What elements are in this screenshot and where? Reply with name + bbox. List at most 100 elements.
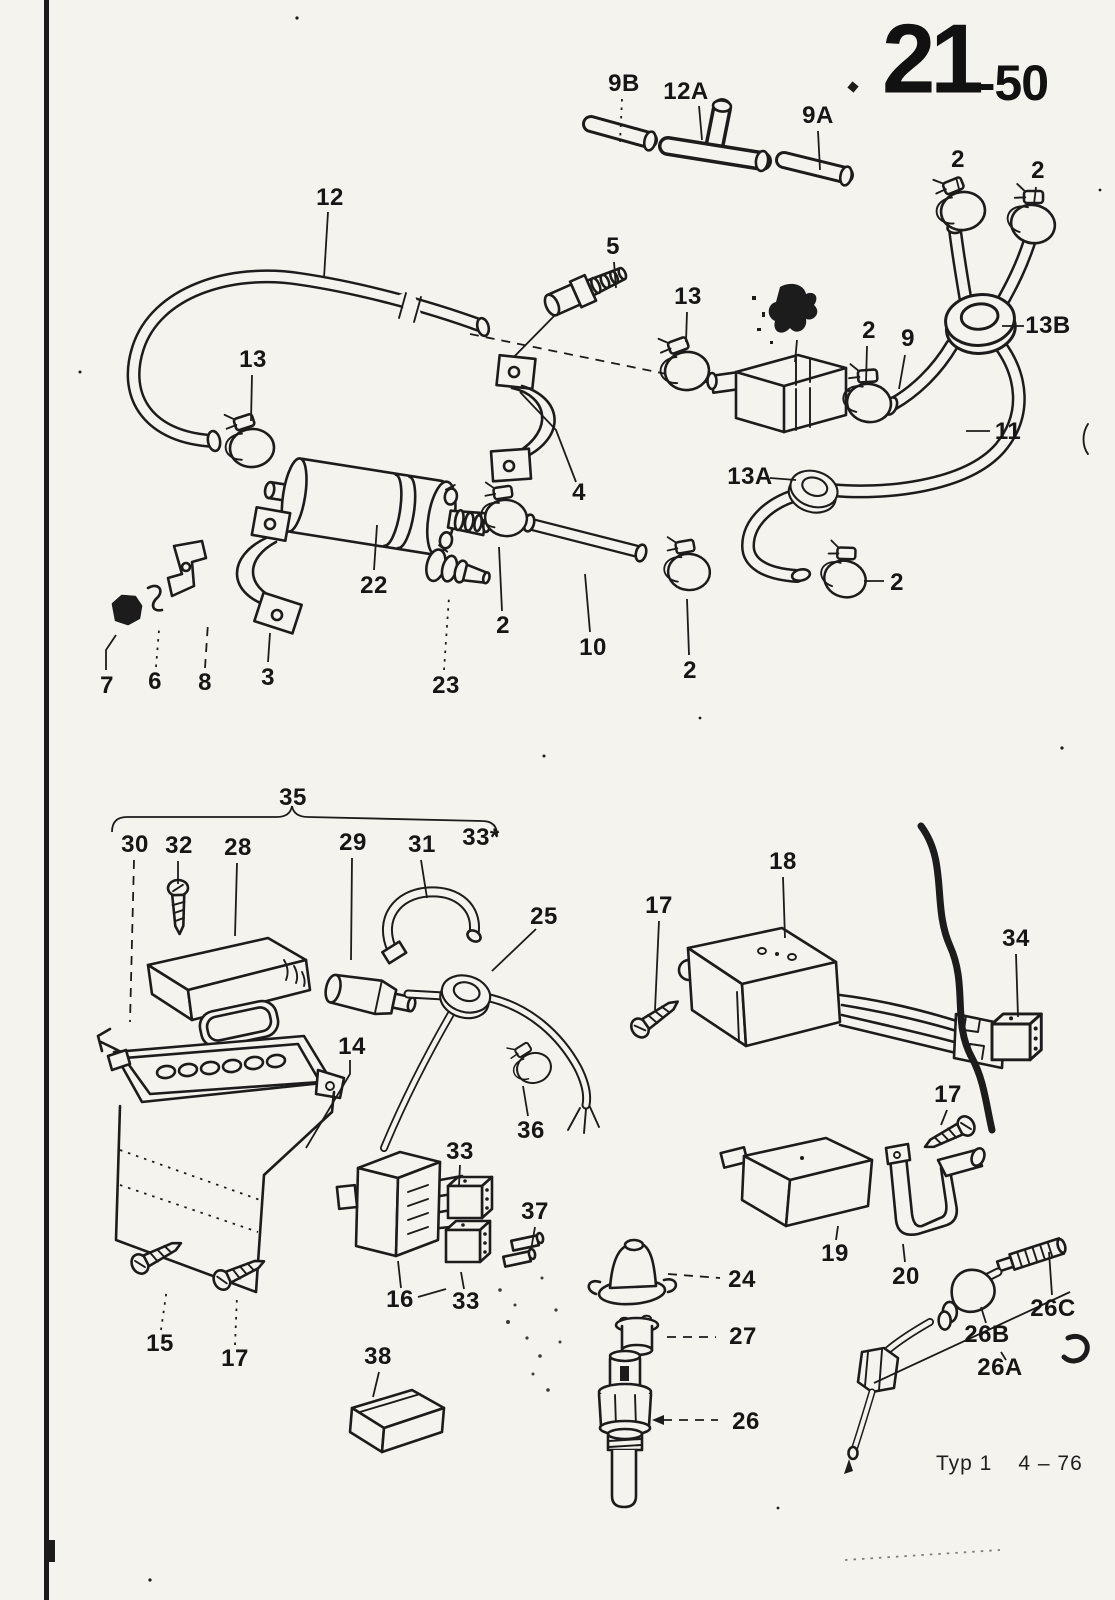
- callout-17-c: 17: [934, 1081, 962, 1108]
- callout-13-a: 13: [674, 283, 702, 310]
- t-connector-12a: [658, 98, 772, 173]
- callout-33-a: 33: [446, 1138, 474, 1165]
- hose-12: [126, 269, 491, 453]
- boot-24: [587, 1238, 678, 1306]
- pins-37: [501, 1231, 545, 1268]
- callout-13-b: 13: [239, 346, 267, 373]
- clip-8: [166, 539, 208, 598]
- callout-2-c: 2: [862, 317, 876, 344]
- callout-2-a: 2: [951, 146, 965, 173]
- callout-6: 6: [148, 668, 162, 695]
- clamp-36: [505, 1035, 556, 1090]
- callout-33-b: 33: [452, 1288, 480, 1315]
- hook-mark: [1061, 1334, 1090, 1364]
- tube-9b: [582, 115, 658, 152]
- callout-22: 22: [360, 572, 388, 599]
- callout-34: 34: [1002, 925, 1030, 952]
- callout-33-star: 33*: [462, 824, 500, 851]
- callout-26a: 26A: [977, 1354, 1023, 1381]
- speckle-trail: [498, 1276, 562, 1392]
- callout-2-b: 2: [1031, 157, 1045, 184]
- page-number-section: 21: [882, 4, 984, 115]
- tube-9a: [775, 151, 854, 187]
- callout-20: 20: [892, 1263, 920, 1290]
- callout-9: 9: [901, 325, 915, 352]
- callout-13b-grommet: 13B: [1025, 312, 1071, 339]
- callout-12: 12: [316, 184, 344, 211]
- bracket-20: [884, 1142, 986, 1236]
- s-hook-6: [146, 584, 164, 612]
- wire-loop-31: [381, 886, 482, 965]
- scan-artifact-line: [917, 822, 996, 1134]
- page-number: 21-50: [882, 4, 1049, 115]
- callout-10: 10: [579, 634, 607, 661]
- wire-harness: [380, 989, 600, 1152]
- callout-13a-grommet: 13A: [727, 463, 773, 490]
- callout-35: 35: [279, 784, 307, 811]
- connector-29: [324, 973, 417, 1016]
- callout-7: 7: [100, 672, 114, 699]
- callout-9b: 9B: [608, 70, 640, 97]
- scan-border: [44, 0, 1102, 1600]
- relay-19: [719, 1136, 874, 1228]
- cover-38: [348, 1388, 446, 1454]
- clamp-2-f: [814, 538, 876, 604]
- callout-38: 38: [364, 1343, 392, 1370]
- callout-23: 23: [432, 672, 460, 699]
- clamp-13-b: [222, 410, 277, 471]
- callout-9a: 9A: [802, 102, 834, 129]
- callout-36: 36: [517, 1117, 545, 1144]
- callout-8: 8: [198, 669, 212, 696]
- callout-5: 5: [606, 233, 620, 260]
- fuse-block-16: [335, 1150, 466, 1258]
- nut-7: [111, 594, 143, 626]
- callout-28: 28: [224, 834, 252, 861]
- callout-27: 27: [729, 1323, 757, 1350]
- callout-17-b: 17: [645, 892, 673, 919]
- clamp-13-a: [655, 332, 713, 394]
- callout-31: 31: [408, 831, 436, 858]
- connector-33-a: [446, 1175, 494, 1220]
- callout-3: 3: [261, 664, 275, 691]
- relay-18: [677, 926, 1006, 1070]
- callout-24: 24: [728, 1266, 756, 1293]
- bracket-4: [489, 353, 556, 483]
- screw-15: [127, 1232, 187, 1278]
- callout-2-f: 2: [890, 569, 904, 596]
- footer-model: Typ 1: [936, 1452, 993, 1475]
- cover-28: [146, 936, 312, 1022]
- clamp-2-e: [661, 535, 714, 593]
- ink-smudge: [752, 283, 818, 363]
- fitting-5: [543, 266, 628, 317]
- footer-date: 4 – 76: [1018, 1452, 1083, 1475]
- cap-27: [614, 1314, 660, 1357]
- callout-37: 37: [521, 1198, 549, 1225]
- callout-2-e: 2: [683, 657, 697, 684]
- battery-14: [96, 999, 346, 1294]
- callout-26: 26: [732, 1408, 760, 1435]
- callout-16: 16: [386, 1286, 414, 1313]
- callout-25: 25: [530, 903, 558, 930]
- screw-17-c: [919, 1112, 979, 1158]
- cone-23: [425, 548, 491, 585]
- callout-2-d: 2: [496, 612, 510, 639]
- callout-19: 19: [821, 1240, 849, 1267]
- callout-15: 15: [146, 1330, 174, 1357]
- hose-10: [522, 513, 648, 563]
- grommet-25: [434, 968, 496, 1025]
- callout-4: 4: [572, 479, 586, 506]
- callout-32: 32: [165, 832, 193, 859]
- sender-26-assembly: [844, 1237, 1067, 1474]
- callout-14: 14: [338, 1033, 366, 1060]
- callout-18: 18: [769, 848, 797, 875]
- callout-17-a: 17: [221, 1345, 249, 1372]
- screw-32: [166, 878, 191, 936]
- clamp-2-c: [838, 362, 899, 427]
- grommet-13a: [782, 463, 844, 520]
- brace-35: [111, 805, 498, 836]
- connector-34: [990, 1012, 1043, 1062]
- callout-12a: 12A: [663, 78, 709, 105]
- callout-11: 11: [994, 418, 1022, 445]
